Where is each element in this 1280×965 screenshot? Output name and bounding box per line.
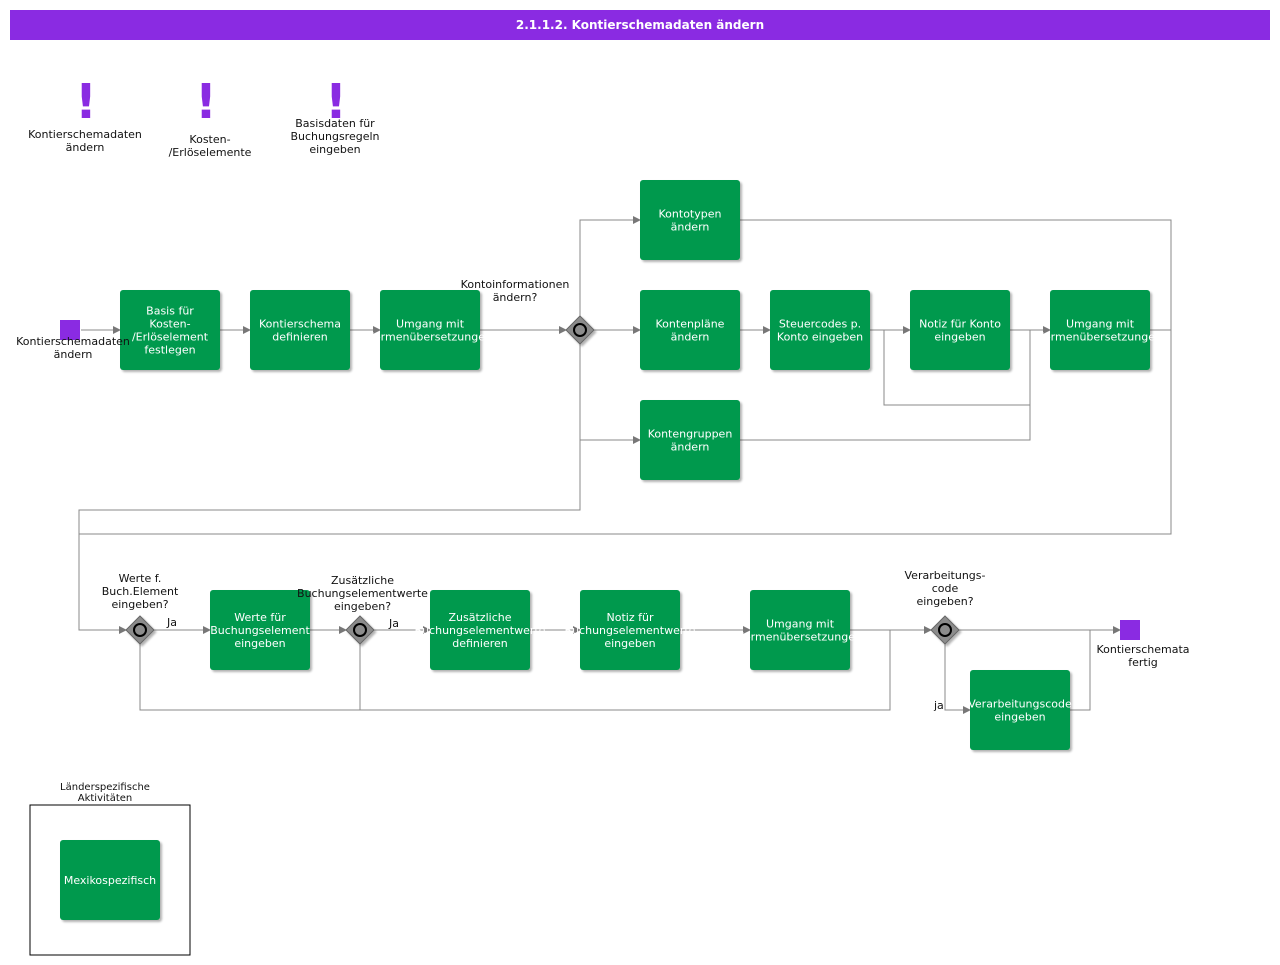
end-event xyxy=(1120,620,1140,640)
gateway-label: Werte f. Buch.Element eingeben? xyxy=(101,572,179,611)
gateway-g1 xyxy=(565,315,595,345)
group-label: Länderspezifische Aktivitäten xyxy=(60,782,150,803)
flow-label-ja1: Ja xyxy=(166,616,177,629)
icon-label: Basisdaten für Buchungsregeln eingeben xyxy=(290,117,380,156)
exclamation-icon: ! xyxy=(75,74,97,130)
sequence-flow xyxy=(79,219,1172,535)
gateway-label: Kontoinformationen ändern? xyxy=(460,278,570,304)
end-event-label: Kontierschemata fertig xyxy=(1096,643,1190,669)
sequence-flow xyxy=(1070,630,1091,711)
sequence-flow xyxy=(139,630,891,711)
flow-label-ja2: Ja xyxy=(388,617,399,630)
gateway-g4 xyxy=(930,615,960,645)
gateway-label: Zusätzliche Buchungselementwerte eingebe… xyxy=(297,574,428,613)
sequence-flow xyxy=(579,344,641,444)
task-label: Mexikospezifisch xyxy=(64,874,156,887)
exclamation-icon: ! xyxy=(325,74,347,130)
sequence-flow xyxy=(944,644,971,714)
gateway-label: Verarbeitungs- code eingeben? xyxy=(904,569,986,608)
gateway-g2 xyxy=(125,615,155,645)
start-event-label: Kontierschemadaten ändern xyxy=(16,335,130,361)
icon-label: Kosten- /Erlöselemente xyxy=(168,133,252,159)
task-t15[interactable]: Mexikospezifisch xyxy=(60,840,160,920)
task-t6[interactable]: Steuercodes p.Konto eingeben xyxy=(770,290,870,370)
icon-label: Kontierschemadaten ändern xyxy=(28,128,142,154)
gateway-g3 xyxy=(345,615,375,645)
sequence-flow xyxy=(579,216,641,316)
country-specific-group xyxy=(29,804,191,956)
task-label: Steuercodes p.Konto eingeben xyxy=(777,318,863,344)
sequence-flow xyxy=(78,344,581,634)
flow-label-ja3: ja xyxy=(933,699,944,712)
page-title: 2.1.1.2. Kontierschemadaten ändern xyxy=(10,10,1270,40)
sequence-flow xyxy=(740,330,1031,441)
connectors xyxy=(78,216,1172,714)
start-event xyxy=(60,320,80,340)
exclamation-icon: ! xyxy=(195,74,217,130)
